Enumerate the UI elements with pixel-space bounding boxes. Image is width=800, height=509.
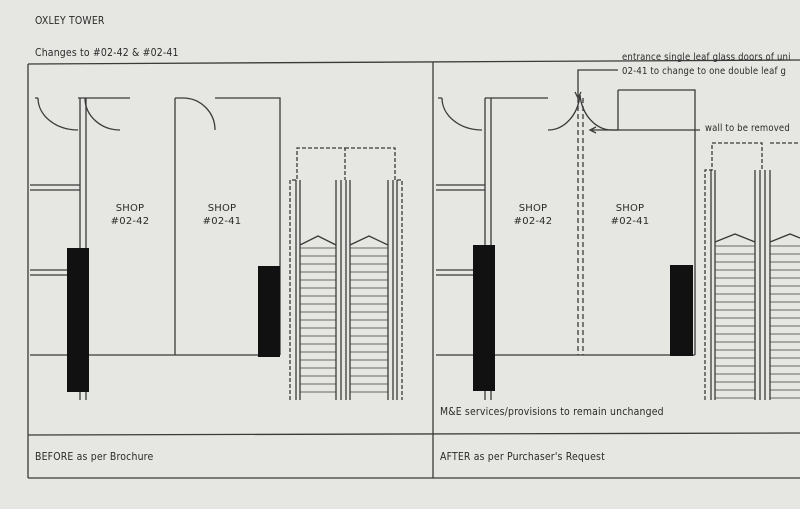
before-shop-02-41: SHOP #02-41 xyxy=(192,202,252,228)
shop-unit: #02-41 xyxy=(610,216,650,227)
column-block xyxy=(473,245,495,391)
shop-label: SHOP xyxy=(615,203,645,214)
shop-label: SHOP xyxy=(207,203,237,214)
note-services: M&E services/provisions to remain unchan… xyxy=(440,405,664,418)
removed-wall xyxy=(577,98,584,355)
column-block xyxy=(670,265,693,356)
before-plan xyxy=(30,97,403,400)
before-shop-02-42: SHOP #02-42 xyxy=(100,202,160,228)
drawing-frame xyxy=(27,59,800,479)
shop-unit: #02-42 xyxy=(513,216,553,227)
after-shop-02-42: SHOP #02-42 xyxy=(503,202,563,228)
shop-label: SHOP xyxy=(518,203,548,214)
shop-label: SHOP xyxy=(115,203,145,214)
note-wall-removed: wall to be removed xyxy=(705,123,790,134)
note-doors-line2: 02-41 to change to one double leaf g xyxy=(622,66,787,77)
leader-line xyxy=(574,69,618,100)
shop-unit: #02-41 xyxy=(202,216,242,227)
drawing-title: OXLEY TOWER xyxy=(35,14,105,27)
note-doors-line1: entrance single leaf glass doors of uni xyxy=(622,52,791,63)
escalators xyxy=(704,142,800,400)
column-block xyxy=(67,248,89,392)
shop-unit: #02-42 xyxy=(110,216,150,227)
before-caption: BEFORE as per Brochure xyxy=(35,450,154,463)
column-block xyxy=(258,266,280,357)
after-plan xyxy=(436,69,800,400)
drawing-subtitle: Changes to #02-42 & #02-41 xyxy=(35,46,179,59)
after-shop-02-41: SHOP #02-41 xyxy=(600,202,660,228)
after-caption: AFTER as per Purchaser's Request xyxy=(440,450,605,463)
escalators xyxy=(289,147,403,400)
leader-line xyxy=(588,126,700,134)
